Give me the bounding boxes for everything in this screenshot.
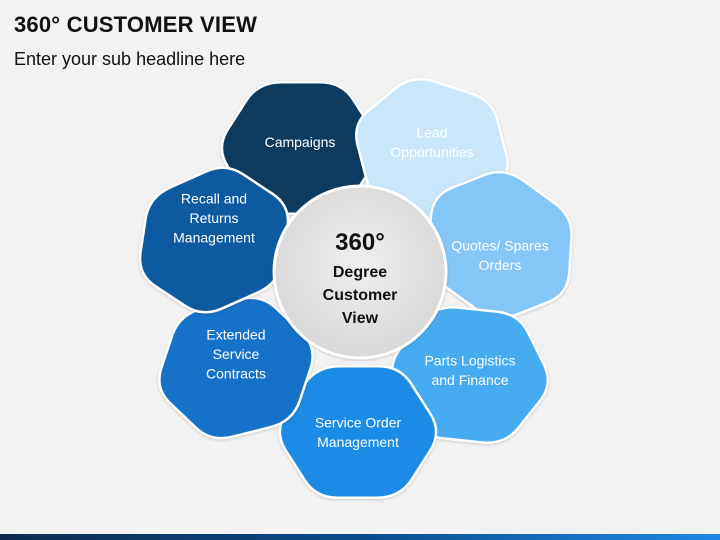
petal-label-campaigns-line-1: Campaigns xyxy=(265,134,336,150)
petal-label-recall-line-3: Management xyxy=(173,230,255,246)
petal-label-recall-line-2: Returns xyxy=(189,210,238,226)
petal-label-extended-line-1: Extended xyxy=(206,327,265,343)
petal-label-parts-line-2: and Finance xyxy=(431,372,508,388)
page-subtitle: Enter your sub headline here xyxy=(14,49,246,69)
center-line-4: View xyxy=(342,310,379,327)
petal-label-parts-line-1: Parts Logistics xyxy=(424,352,515,368)
petal-label-quotes-line-2: Orders xyxy=(479,257,522,273)
petal-label-recall-line-1: Recall and xyxy=(181,191,247,207)
center-hub: 360° Degree Customer View xyxy=(272,184,448,360)
petal-label-lead-line-1: Lead xyxy=(416,124,447,140)
center-line-2: Degree xyxy=(333,264,387,281)
petal-label-service-line-2: Management xyxy=(317,434,399,450)
footer-accent-bar xyxy=(0,534,720,540)
petal-label-extended-line-2: Service xyxy=(213,346,260,362)
petal-label-service-line-1: Service Order xyxy=(315,414,402,430)
petal-shape-service xyxy=(278,364,438,500)
petal-label-quotes-line-1: Quotes/ Spares xyxy=(451,237,548,253)
page-title: 360° CUSTOMER VIEW xyxy=(14,12,258,37)
petal-shape-quotes xyxy=(427,170,573,320)
center-line-1: 360° xyxy=(335,229,385,256)
petal-parts: Parts Logistics and Finance xyxy=(391,306,549,444)
petal-label-extended-line-3: Contracts xyxy=(206,366,266,382)
center-line-3: Customer xyxy=(323,287,398,304)
petal-label-lead-line-2: Opportunities xyxy=(390,144,473,160)
